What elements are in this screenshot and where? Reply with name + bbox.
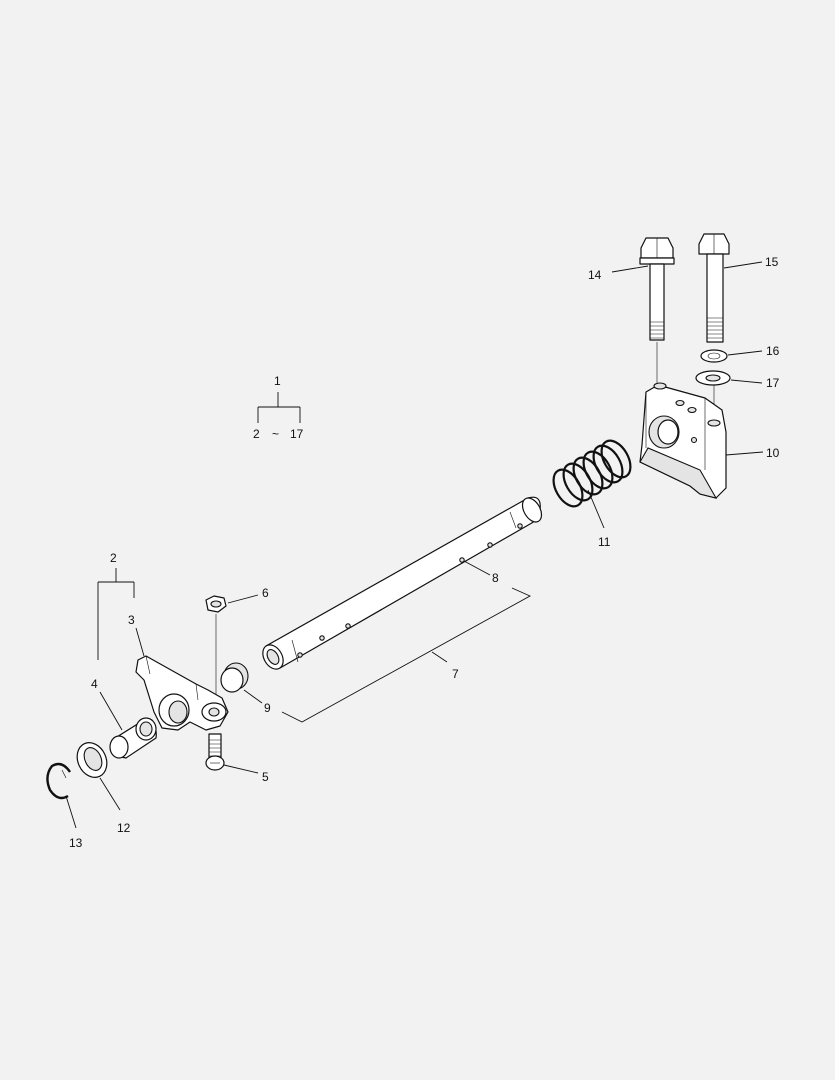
svg-text:12: 12 bbox=[117, 821, 131, 835]
flat-washer-17 bbox=[695, 370, 731, 420]
svg-text:3: 3 bbox=[128, 613, 135, 627]
svg-text:13: 13 bbox=[69, 836, 83, 850]
lock-washer-16 bbox=[700, 349, 728, 363]
svg-text:5: 5 bbox=[262, 770, 269, 784]
callout-15: 15 bbox=[723, 255, 779, 269]
callout-14: 14 bbox=[588, 265, 649, 282]
assembly-range-end: 17 bbox=[290, 427, 304, 441]
subassembly-callout: 2 bbox=[97, 551, 135, 660]
callout-13: 13 bbox=[65, 795, 83, 850]
svg-text:4: 4 bbox=[91, 677, 98, 691]
callout-12: 12 bbox=[99, 777, 131, 835]
callout-10: 10 bbox=[725, 446, 780, 460]
svg-text:7: 7 bbox=[452, 667, 459, 681]
svg-text:17: 17 bbox=[766, 376, 780, 390]
svg-text:8: 8 bbox=[492, 571, 499, 585]
svg-text:10: 10 bbox=[766, 446, 780, 460]
nut-6 bbox=[205, 595, 227, 700]
svg-text:15: 15 bbox=[765, 255, 779, 269]
rocker-shaft-7 bbox=[262, 496, 543, 670]
callout-17: 17 bbox=[730, 376, 780, 390]
rocker-arm-3 bbox=[135, 655, 229, 731]
callout-3: 3 bbox=[128, 613, 145, 657]
bushing-4 bbox=[109, 717, 157, 759]
snap-ring-13 bbox=[46, 762, 71, 800]
assembly-range-sep: ~ bbox=[272, 427, 279, 441]
callout-4: 4 bbox=[91, 677, 123, 731]
callout-8: 8 bbox=[463, 560, 499, 585]
svg-text:16: 16 bbox=[766, 344, 780, 358]
washer-12 bbox=[76, 742, 108, 778]
svg-text:6: 6 bbox=[262, 586, 269, 600]
svg-text:11: 11 bbox=[598, 535, 611, 549]
assembly-range-start: 2 bbox=[253, 427, 260, 441]
cap-9 bbox=[220, 662, 249, 693]
bolt-14 bbox=[639, 237, 675, 385]
bracket-10 bbox=[639, 382, 727, 499]
svg-text:9: 9 bbox=[264, 701, 271, 715]
callout-7: 7 bbox=[281, 587, 532, 723]
subassembly-label: 2 bbox=[110, 551, 117, 565]
screw-5 bbox=[205, 733, 225, 771]
svg-text:14: 14 bbox=[588, 268, 602, 282]
callout-9: 9 bbox=[243, 689, 271, 715]
spring-11 bbox=[552, 439, 632, 508]
assembly-label: 1 bbox=[274, 374, 281, 388]
callout-16: 16 bbox=[727, 344, 780, 358]
callout-11: 11 bbox=[587, 489, 611, 549]
assembly-callout: 1 2 ~ 17 bbox=[253, 374, 304, 441]
callout-6: 6 bbox=[227, 586, 269, 604]
bolt-15 bbox=[698, 233, 730, 343]
callout-5: 5 bbox=[223, 764, 269, 784]
